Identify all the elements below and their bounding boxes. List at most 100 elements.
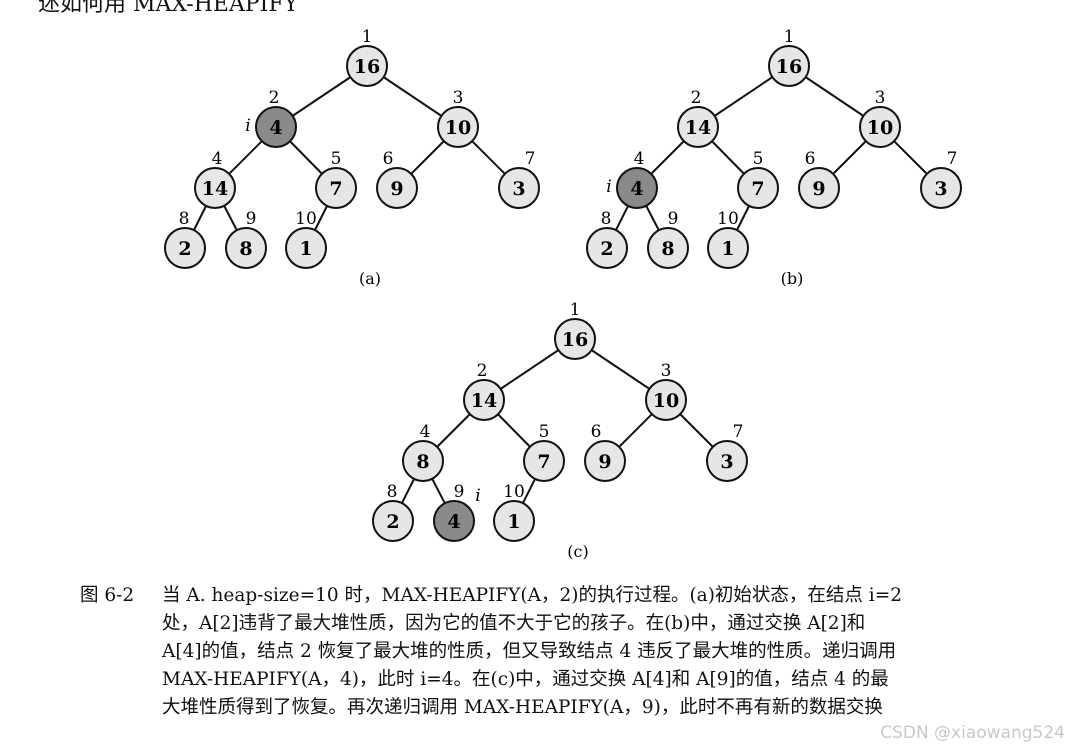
heap-node: 49 — [433, 482, 475, 542]
node-value: 1 — [299, 238, 312, 260]
node-index: 8 — [387, 482, 398, 502]
node-circle — [768, 45, 810, 87]
subfigure-label: (a) — [359, 269, 381, 288]
heap-node: 28 — [586, 209, 628, 269]
heap-node: 37 — [498, 149, 540, 209]
heap-node: 161 — [554, 300, 596, 360]
node-value: 1 — [507, 511, 520, 533]
heap-node: 42 — [255, 88, 297, 148]
subfigure-label: (c) — [567, 542, 588, 561]
figure-caption: 图 6-2 当 A. heap-size=10 时，MAX-HEAPIFY(A，… — [80, 582, 1055, 722]
node-index: 3 — [875, 88, 886, 108]
node-index: 10 — [295, 209, 317, 229]
subfigure-label: (b) — [781, 269, 804, 288]
node-circle — [194, 167, 236, 209]
node-circle — [584, 440, 626, 482]
heap-node: 28 — [164, 209, 206, 269]
node-circle — [737, 167, 779, 209]
heap-node: 84 — [402, 422, 444, 482]
node-value: 4 — [630, 178, 643, 200]
node-index: 10 — [503, 482, 525, 502]
node-index: 7 — [525, 149, 536, 169]
heap-node: 28 — [372, 482, 414, 542]
node-circle — [645, 379, 687, 421]
node-value: 14 — [202, 178, 228, 200]
caption-line: 大堆性质得到了恢复。再次递归调用 MAX-HEAPIFY(A，9)，此时不再有新… — [162, 697, 883, 718]
node-value: 8 — [661, 238, 674, 260]
heap-node: 44 — [616, 149, 658, 209]
heap-node: 96 — [584, 422, 626, 482]
node-index: 1 — [784, 27, 795, 47]
figure-label: 图 6-2 — [80, 585, 135, 606]
node-circle — [493, 500, 535, 542]
node-value: 7 — [751, 178, 764, 200]
node-index: 5 — [539, 422, 550, 442]
node-value: 3 — [934, 178, 947, 200]
node-value: 9 — [390, 178, 403, 200]
node-value: 3 — [720, 451, 733, 473]
node-index: 3 — [661, 361, 672, 381]
node-value: 10 — [867, 117, 893, 139]
node-value: 8 — [416, 451, 429, 473]
node-circle — [402, 440, 444, 482]
node-circle — [677, 106, 719, 148]
caption-line: 当 A. heap-size=10 时，MAX-HEAPIFY(A，2)的执行过… — [162, 585, 902, 606]
heap-node: 110 — [707, 209, 749, 269]
node-circle — [346, 45, 388, 87]
node-value: 2 — [386, 511, 399, 533]
node-index: 4 — [420, 422, 431, 442]
node-circle — [523, 440, 565, 482]
node-value: 10 — [445, 117, 471, 139]
node-value: 16 — [562, 329, 588, 351]
node-index: 6 — [383, 149, 394, 169]
heap-diagram: 161421031447596372889110i(a)161142103447… — [164, 27, 962, 561]
heap-node: 144 — [194, 149, 236, 209]
node-index: 4 — [212, 149, 223, 169]
heap-node: 75 — [315, 149, 357, 209]
node-value: 10 — [653, 390, 679, 412]
node-index: 7 — [947, 149, 958, 169]
heap-node: 142 — [677, 88, 719, 148]
node-value: 9 — [598, 451, 611, 473]
node-value: 3 — [512, 178, 525, 200]
watermark: CSDN @xiaowang524 — [880, 723, 1065, 743]
node-circle — [586, 227, 628, 269]
node-circle — [225, 227, 267, 269]
caption-line: A[4]的值，结点 2 恢复了最大堆的性质，但又导致结点 4 违反了最大堆的性质… — [162, 641, 897, 662]
node-index: 1 — [362, 27, 373, 47]
highlighted-node-circle — [255, 106, 297, 148]
heap-node: 161 — [346, 27, 388, 87]
node-value: 2 — [600, 238, 613, 260]
node-index: 10 — [717, 209, 739, 229]
node-index: 6 — [591, 422, 602, 442]
heap-node: 96 — [798, 149, 840, 209]
node-value: 4 — [447, 511, 460, 533]
node-index: 5 — [331, 149, 342, 169]
node-circle — [920, 167, 962, 209]
node-value: 8 — [239, 238, 252, 260]
heap-node: 75 — [737, 149, 779, 209]
heap-node: 161 — [768, 27, 810, 87]
heap-node: 103 — [437, 88, 479, 148]
node-index: 9 — [668, 209, 679, 229]
node-circle — [706, 440, 748, 482]
node-index: 1 — [570, 300, 581, 320]
highlighted-node-circle — [433, 500, 475, 542]
node-circle — [315, 167, 357, 209]
node-index: 2 — [269, 88, 280, 108]
node-circle — [798, 167, 840, 209]
caption-line: MAX-HEAPIFY(A，4)，此时 i=4。在(c)中，通过交换 A[4]和… — [162, 669, 889, 690]
node-index: 4 — [634, 149, 645, 169]
node-circle — [285, 227, 327, 269]
caption-body: 当 A. heap-size=10 时，MAX-HEAPIFY(A，2)的执行过… — [162, 582, 1055, 722]
node-value: 16 — [776, 56, 802, 78]
node-circle — [437, 106, 479, 148]
node-index: 9 — [454, 482, 465, 502]
i-marker: i — [245, 116, 250, 136]
node-circle — [647, 227, 689, 269]
node-value: 14 — [685, 117, 711, 139]
heap-node: 142 — [463, 361, 505, 421]
